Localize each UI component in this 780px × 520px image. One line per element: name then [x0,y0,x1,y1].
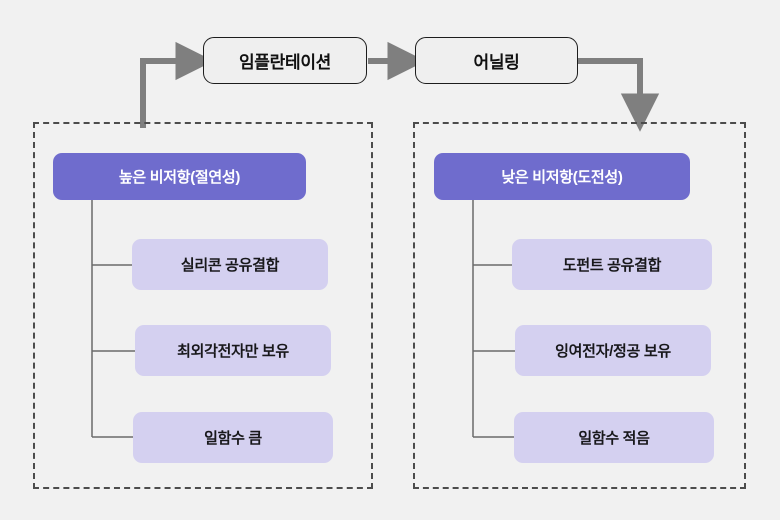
connector-annealing-to-conductive [578,58,660,132]
group-panel-insulating [33,122,373,489]
node-carrier-surplus[interactable]: 잉여전자/정공 보유 [515,325,711,376]
process-box-annealing[interactable]: 어닐링 [415,37,578,84]
node-silicon-covalent[interactable]: 실리콘 공유결합 [132,239,328,290]
node-valence-only[interactable]: 최외각전자만 보유 [135,325,331,376]
node-dopant-covalent[interactable]: 도펀트 공유결합 [512,239,712,290]
node-low-workfunction[interactable]: 일함수 적음 [514,412,714,463]
node-low-resistivity[interactable]: 낮은 비저항(도전성) [434,153,690,200]
group-panel-conductive [413,122,746,489]
node-high-resistivity[interactable]: 높은 비저항(절연성) [53,153,306,200]
process-box-implantation[interactable]: 임플란테이션 [203,37,367,84]
connector-feedback-to-implantation [140,41,214,128]
node-high-workfunction[interactable]: 일함수 큼 [133,412,333,463]
